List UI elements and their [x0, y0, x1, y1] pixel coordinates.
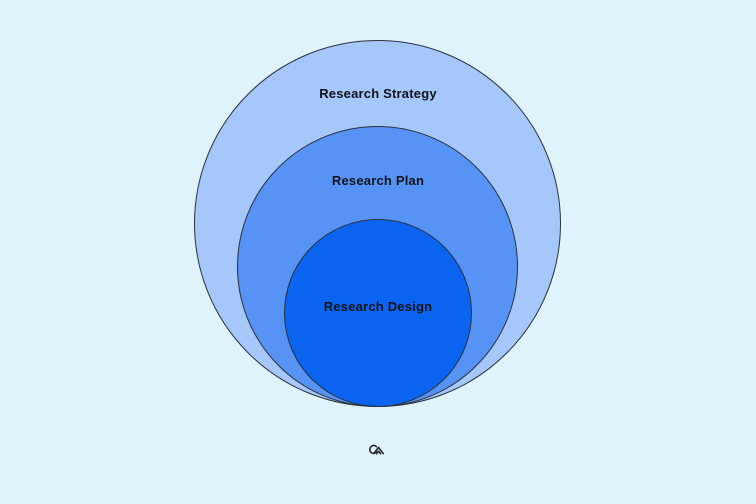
label-research-plan: Research Plan — [331, 173, 425, 188]
ring-research-design — [284, 219, 472, 407]
wave-loop-logo-icon — [364, 442, 390, 459]
label-research-strategy: Research Strategy — [319, 86, 437, 101]
label-research-design: Research Design — [323, 299, 433, 314]
